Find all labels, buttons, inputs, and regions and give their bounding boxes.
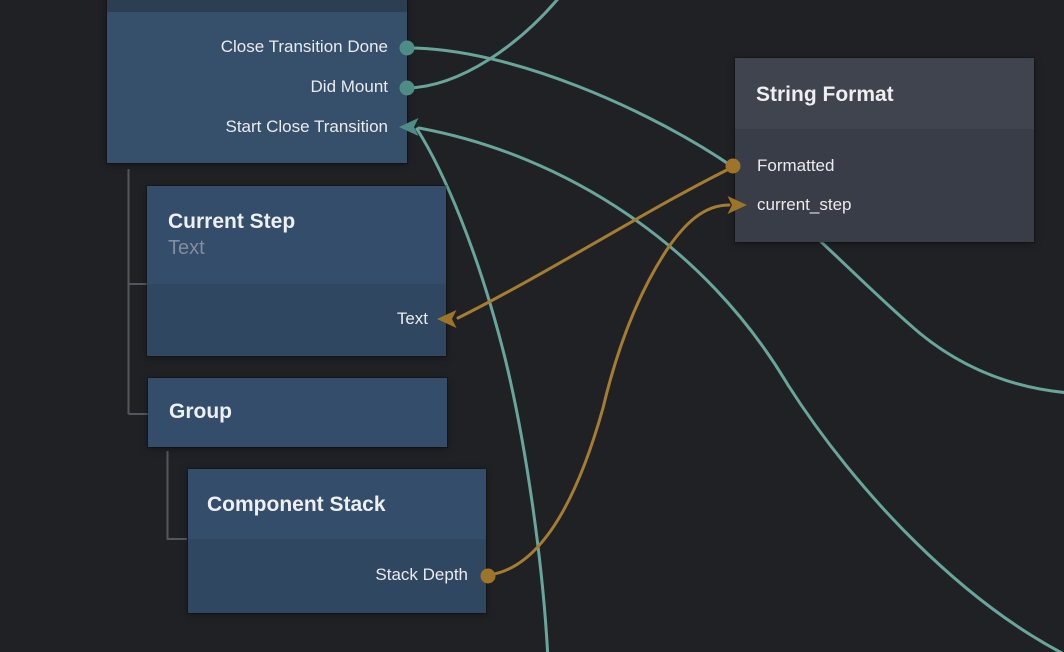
node-component-stack[interactable]: Component Stack Stack Depth [188, 469, 486, 613]
node-partial-top[interactable]: Close Transition Done Did Mount Start Cl… [107, 0, 407, 163]
node-current-step-subtitle: Text [168, 237, 205, 259]
node-current-step-title: Current Step [168, 210, 296, 233]
node-current-step-header [147, 186, 446, 284]
edge-stack-depth-to-current-step[interactable] [487, 203, 731, 577]
node-group-title: Group [169, 400, 232, 423]
node-current-step[interactable]: Current Step Text Text [147, 186, 446, 356]
port-label-start-close-transition: Start Close Transition [225, 117, 388, 136]
tree-connector-top-children [127, 169, 148, 415]
edge-did-mount[interactable] [405, 0, 562, 90]
port-label-close-transition-done: Close Transition Done [220, 37, 388, 56]
node-group[interactable]: Group [148, 378, 447, 447]
port-label-formatted: Formatted [757, 156, 835, 175]
node-partial-top-header [107, 0, 407, 12]
node-component-stack-title: Component Stack [207, 493, 386, 516]
port-label-text: Text [396, 309, 428, 328]
node-string-format[interactable]: String Format Formatted current_step [735, 58, 1034, 242]
edge-formatted-to-text[interactable] [456, 165, 735, 320]
port-label-did-mount: Did Mount [310, 77, 388, 96]
node-string-format-title: String Format [756, 83, 894, 106]
tree-connector-group-children [166, 451, 187, 540]
port-label-stack-depth: Stack Depth [375, 565, 468, 584]
port-label-current-step: current_step [757, 195, 852, 214]
